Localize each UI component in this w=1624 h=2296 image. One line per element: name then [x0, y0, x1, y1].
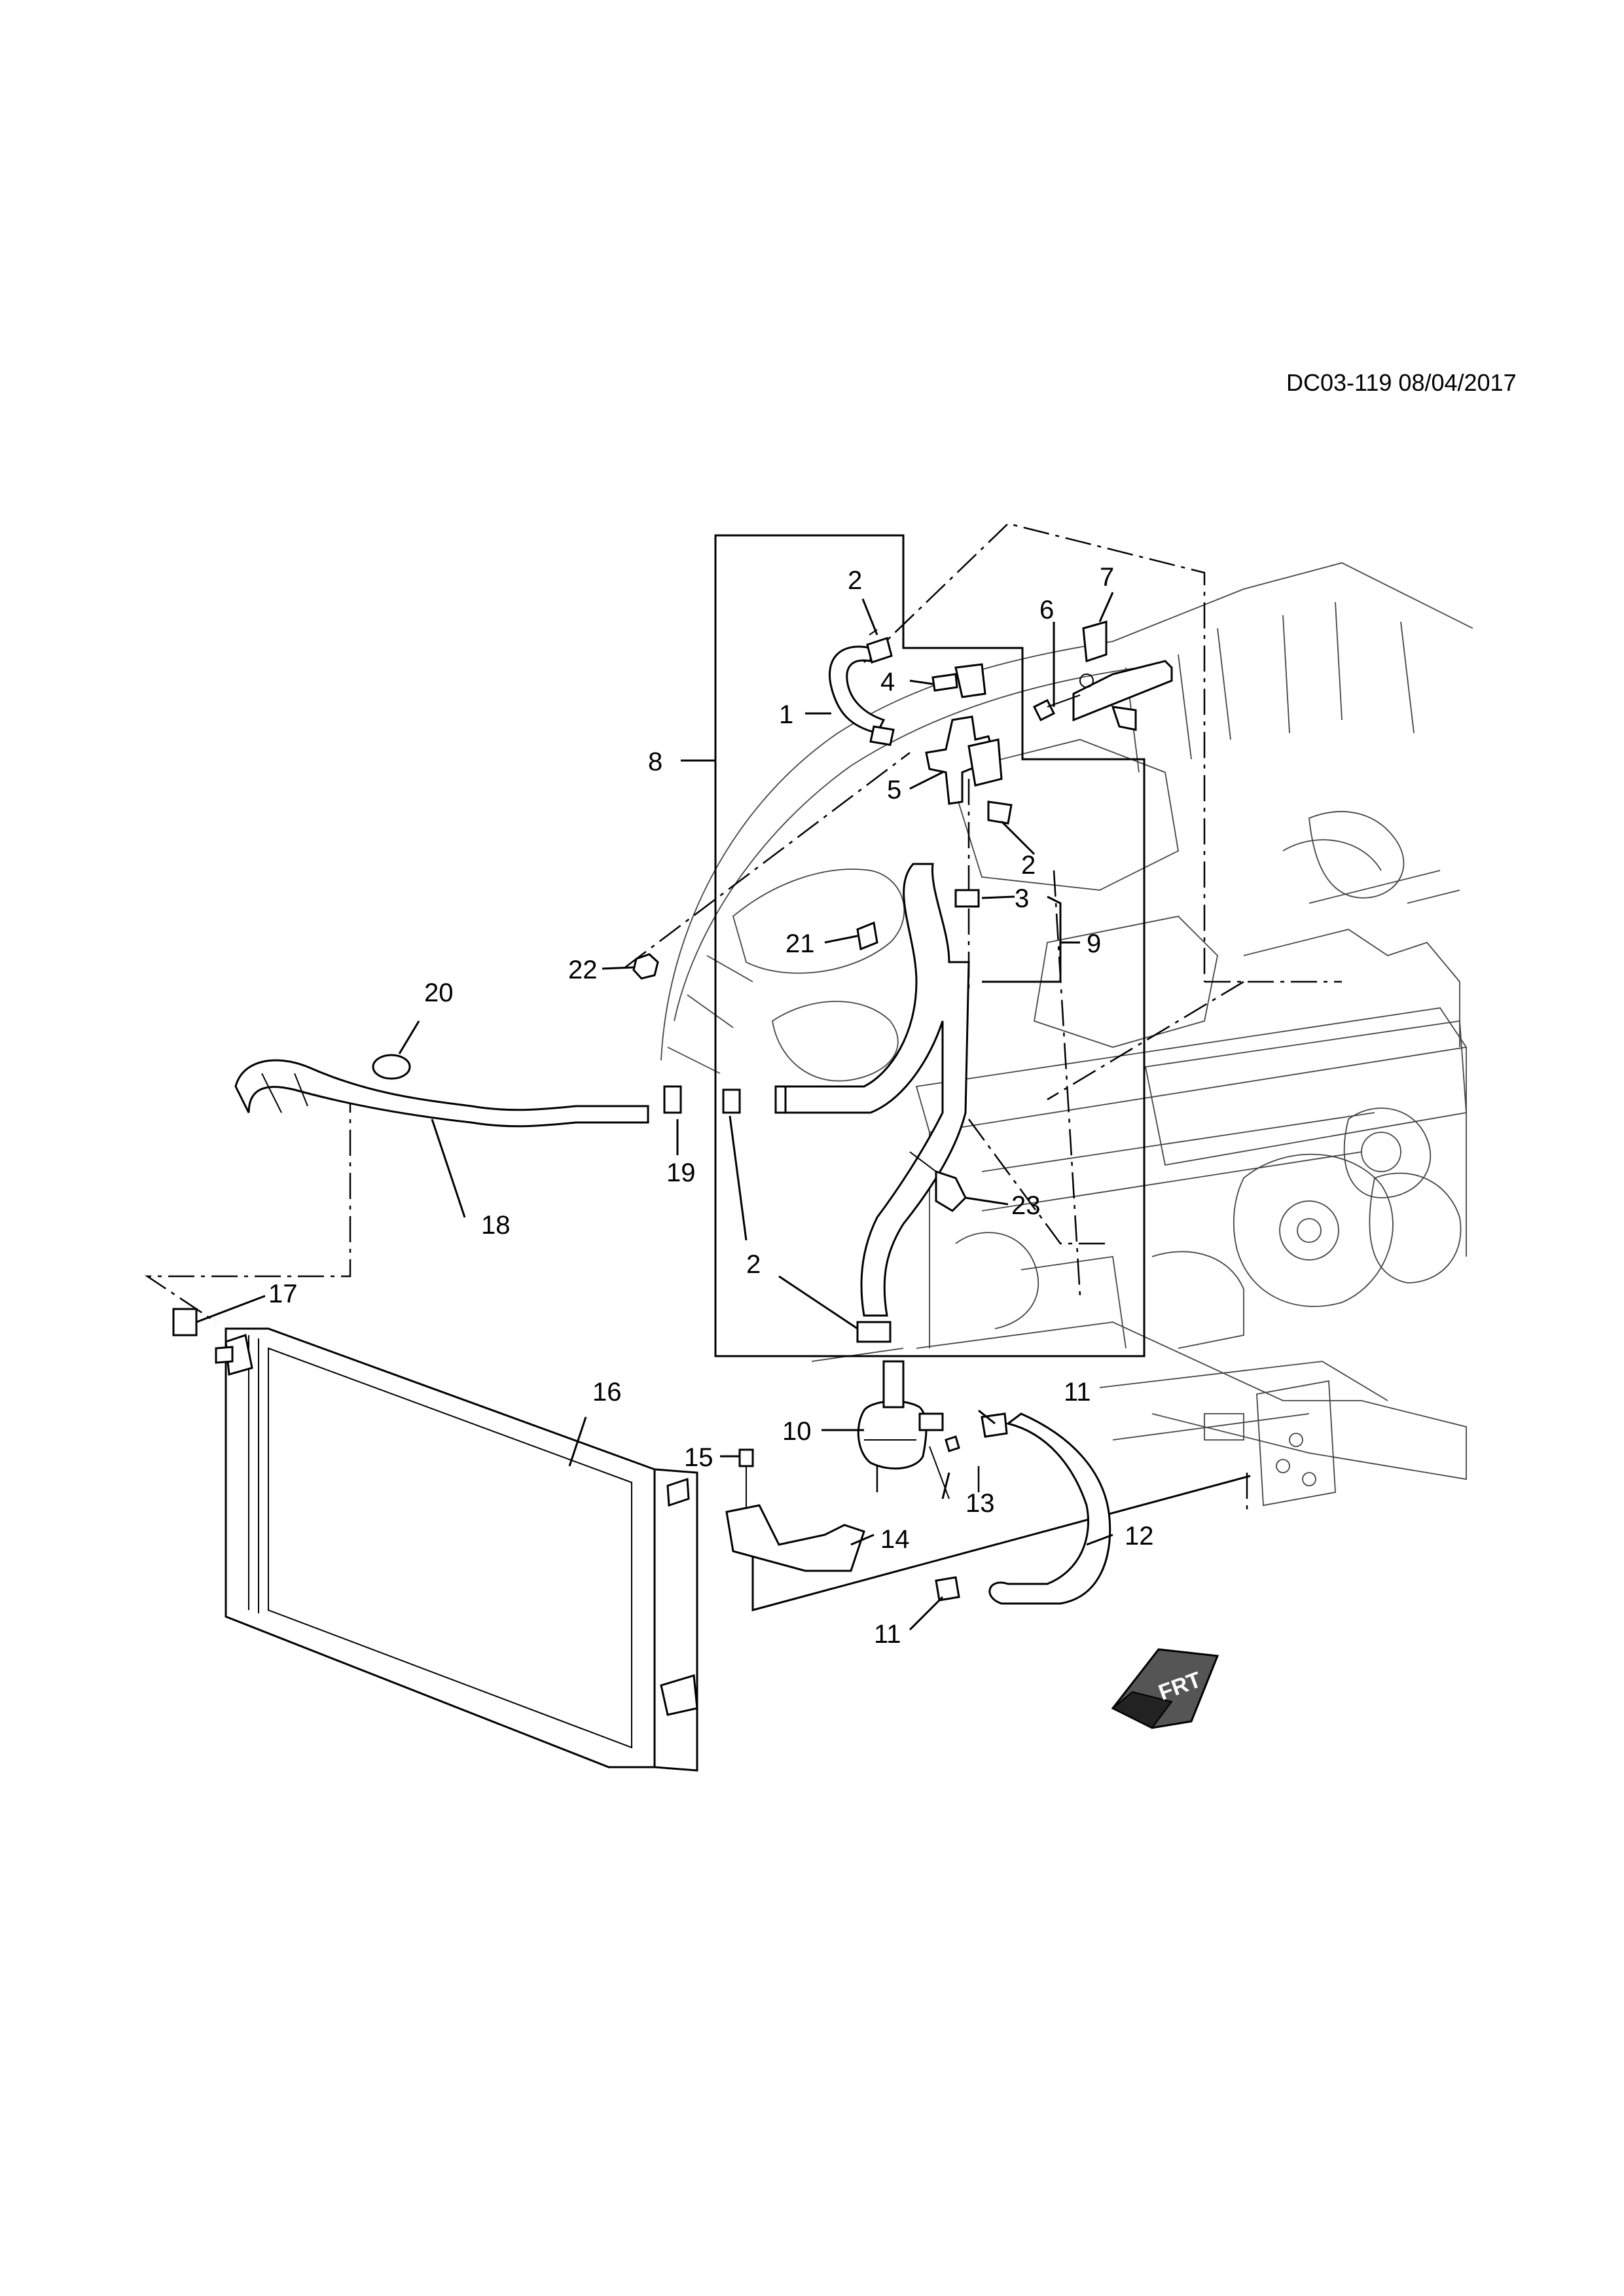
callout-16: 16 [592, 1378, 622, 1407]
callout-2-lower: 2 [746, 1250, 761, 1279]
callout-5: 5 [887, 776, 901, 804]
callout-14: 14 [880, 1525, 910, 1554]
bracket-part-14 [725, 1504, 865, 1572]
clip-part-21 [856, 921, 878, 951]
assembly-frame [714, 534, 1146, 1357]
clamp-part-19 [663, 1085, 682, 1114]
callout-19: 19 [666, 1158, 696, 1187]
callout-10: 10 [782, 1417, 812, 1446]
hose-part-12 [988, 1412, 1111, 1605]
callout-4: 4 [880, 668, 895, 696]
hose-part-9 [774, 863, 970, 1317]
callout-20: 20 [424, 978, 454, 1007]
bolt-part-13 [929, 1435, 960, 1499]
clamp-part-2-left [722, 1088, 741, 1114]
callout-1: 1 [779, 700, 793, 729]
callout-15: 15 [684, 1443, 713, 1472]
clamp-part-2-lower [856, 1321, 892, 1343]
bolt-part-6 [1032, 694, 1081, 722]
diagram-code: DC03-119 08/04/2017 [1286, 369, 1517, 396]
callout-11-bottom: 11 [874, 1620, 901, 1649]
callout-6: 6 [1039, 596, 1054, 624]
clamp-part-20 [372, 1054, 411, 1080]
nut-part-22 [632, 953, 659, 980]
clamp-part-11-bottom [935, 1576, 960, 1602]
leader-lines [196, 592, 1114, 1631]
callout-13: 13 [965, 1489, 995, 1518]
clamp-part-11-top [981, 1412, 1008, 1438]
callout-18: 18 [481, 1211, 511, 1240]
front-direction-arrow-icon: FRT [1111, 1648, 1219, 1729]
callout-12: 12 [1125, 1522, 1154, 1551]
callout-2-mid: 2 [1021, 851, 1036, 880]
clamp-part-2-mid [987, 800, 1013, 825]
sensor-part-4 [931, 663, 986, 698]
clip-part-23 [909, 1151, 967, 1212]
callout-23: 23 [1011, 1191, 1041, 1220]
callout-7: 7 [1100, 563, 1114, 592]
hose-part-18 [234, 1059, 649, 1128]
clamp-part-17 [172, 1308, 198, 1336]
callout-2-top: 2 [848, 566, 862, 595]
clamp-near-hose-1 [869, 725, 895, 746]
callout-labels: 2 7 6 4 1 8 5 2 3 9 21 22 20 19 23 18 2 … [268, 563, 1154, 1649]
callout-3: 3 [1015, 884, 1029, 913]
tee-fitting-part-5 [925, 715, 1003, 805]
callout-11-top: 11 [1064, 1378, 1091, 1407]
clamp-part-3 [954, 889, 980, 908]
clamp-part-2-top [866, 629, 893, 664]
radiator-part-16 [215, 1327, 698, 1772]
pump-part-10 [857, 1360, 944, 1470]
reference-lines [144, 522, 1342, 1611]
callout-22: 22 [568, 956, 598, 984]
callout-8: 8 [648, 747, 662, 776]
bracket-part-7 [1072, 620, 1173, 731]
callout-17: 17 [268, 1280, 298, 1308]
callout-21: 21 [785, 929, 815, 958]
bolt-part-15 [738, 1448, 754, 1512]
callout-9: 9 [1087, 929, 1101, 958]
